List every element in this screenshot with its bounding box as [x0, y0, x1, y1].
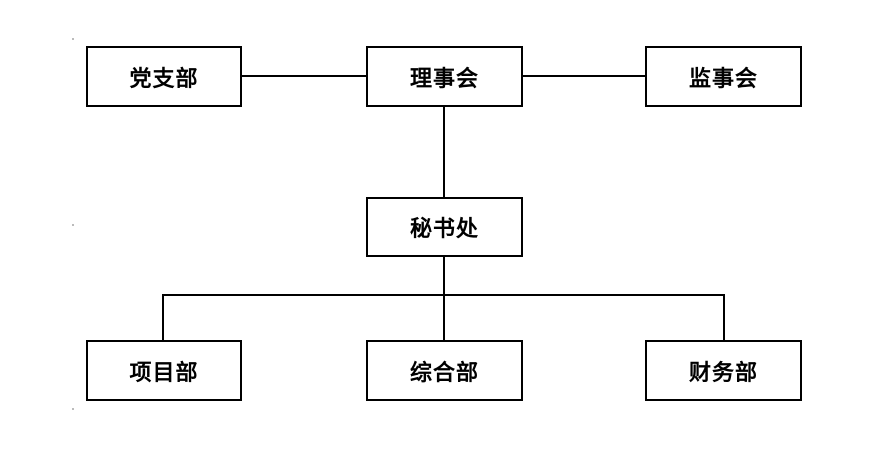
scan-mark: [72, 224, 74, 226]
general-affairs-dept-box: 综合部: [366, 340, 523, 401]
projects-dept-box: 项目部: [86, 340, 242, 401]
scan-mark: [72, 38, 74, 40]
party-branch-box: 党支部: [86, 46, 242, 107]
secretariat-box: 秘书处: [366, 197, 523, 257]
board-of-directors-box: 理事会: [366, 46, 523, 107]
scan-mark: [72, 408, 74, 410]
board-of-supervisors-box: 监事会: [645, 46, 802, 107]
finance-dept-box: 财务部: [645, 340, 802, 401]
